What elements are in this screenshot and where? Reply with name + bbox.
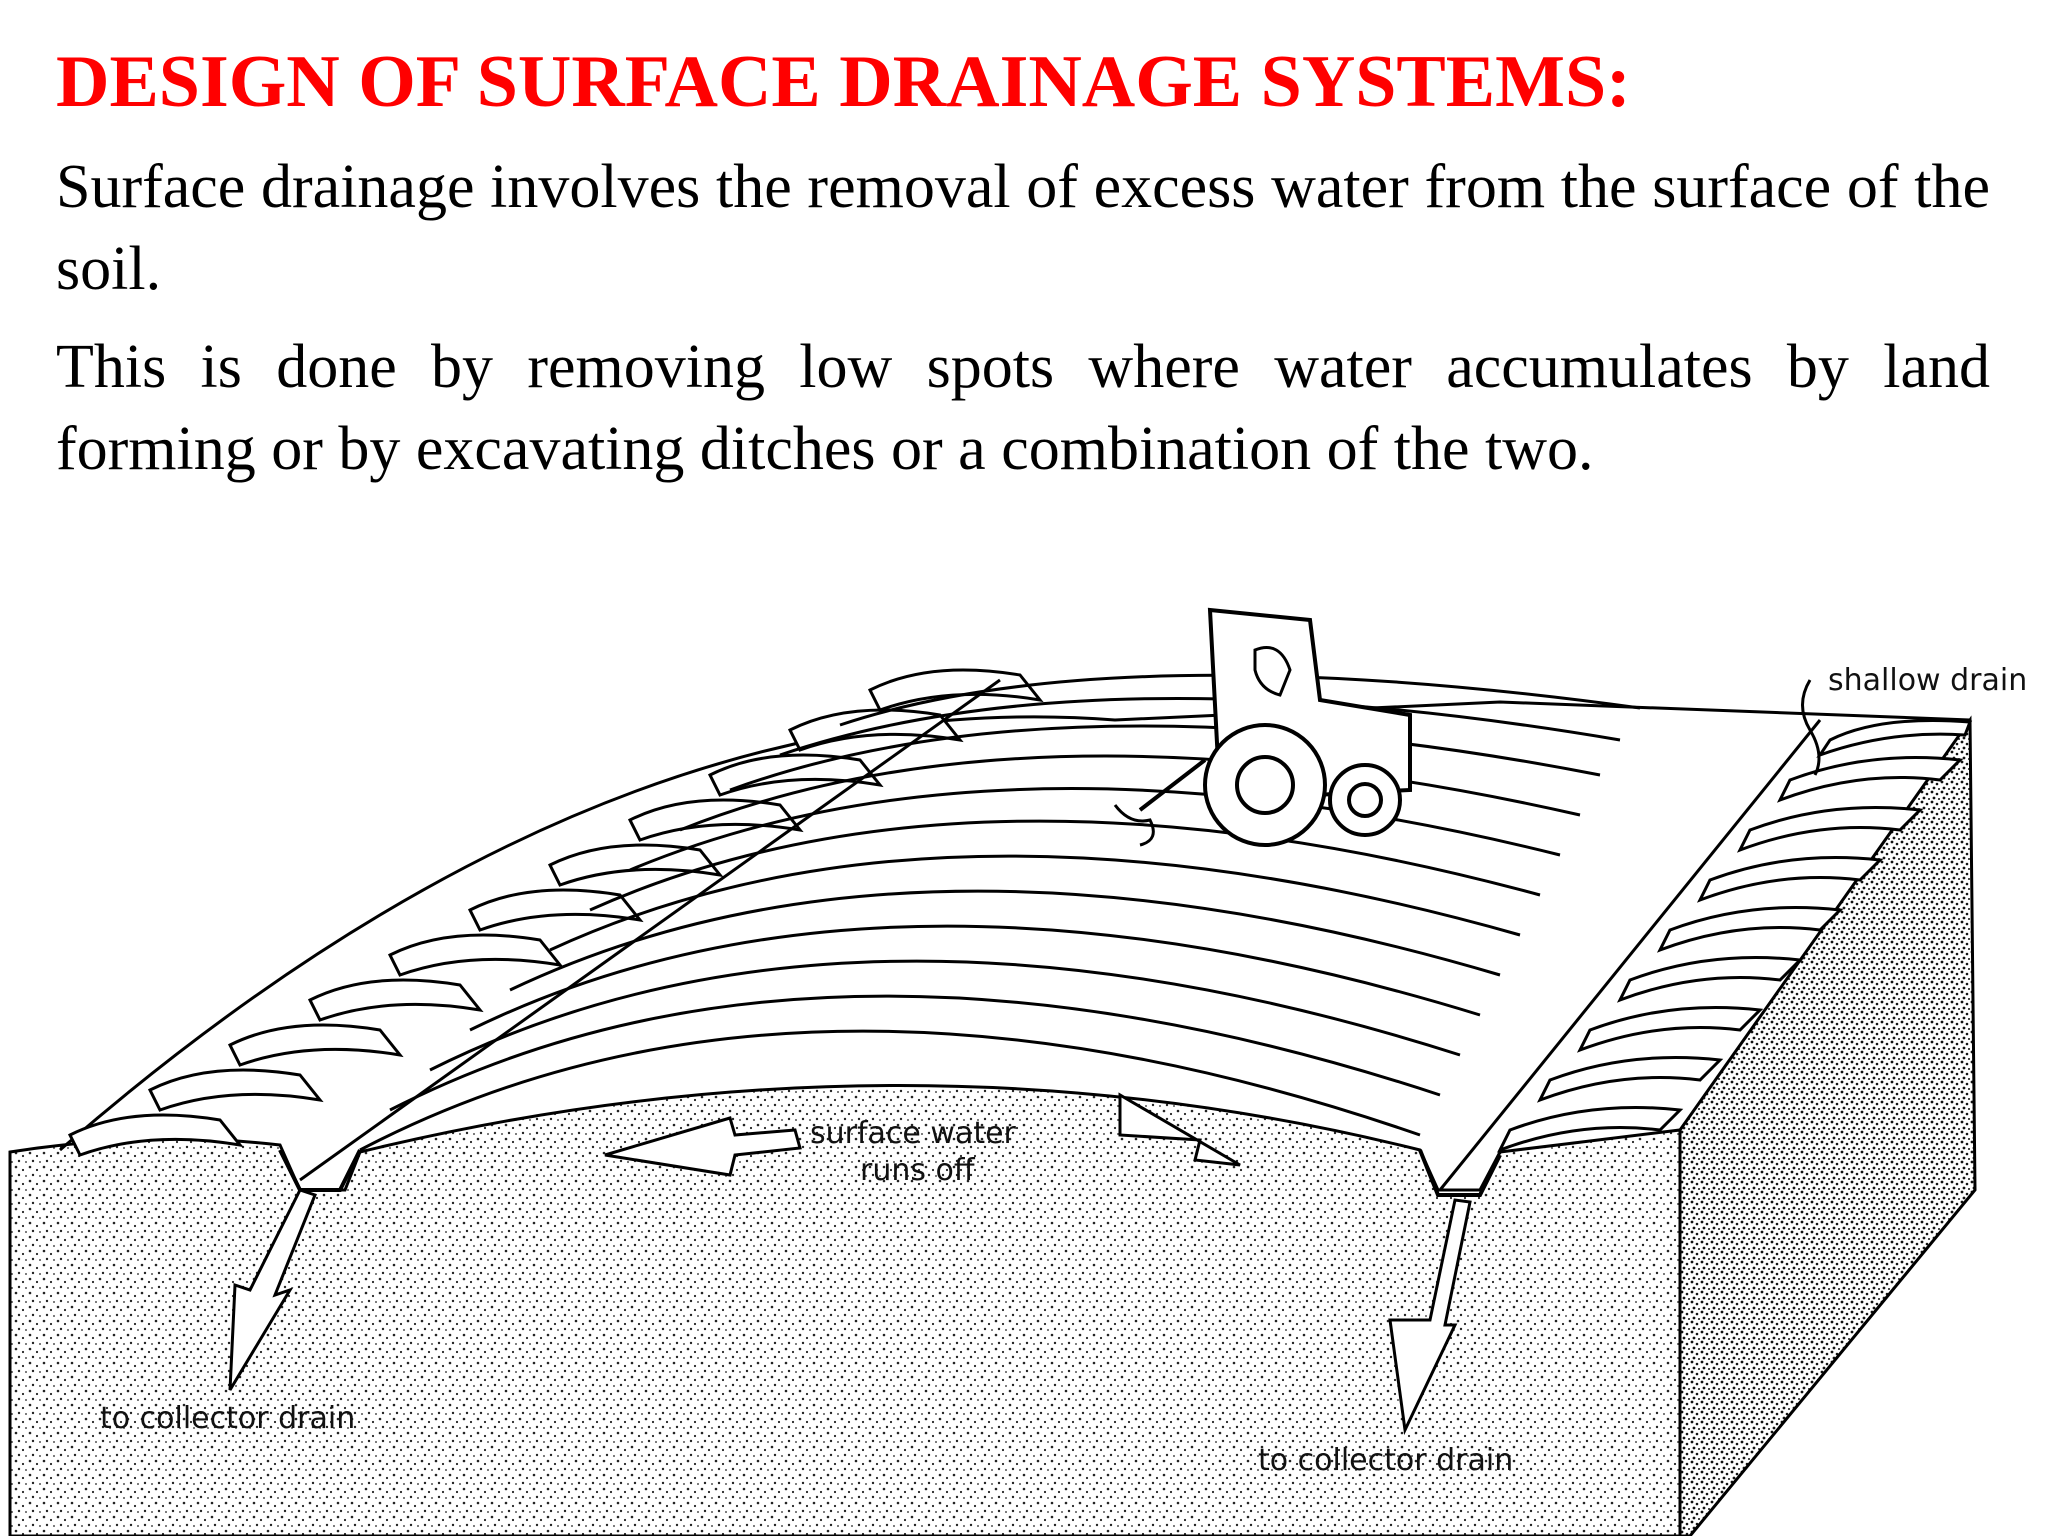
right-drain-trench [1418,1149,1502,1197]
label-runs-off: runs off [860,1153,976,1188]
label-collector-left: to collector drain [100,1401,355,1436]
runoff-arrow-left [604,1116,802,1177]
field-top-outline [59,700,1971,1152]
soil-side-face [1678,715,1977,1536]
left-bank-ridges [67,668,1044,1157]
label-shallow-drain: shallow drain [1828,663,2027,698]
paragraph-surface-drainage: Surface drainage involves the removal of… [56,153,1990,303]
label-collector-right: to collector drain [1258,1443,1513,1478]
collector-arrow-left [228,1188,317,1391]
slide-title: DESIGN OF SURFACE DRAINAGE SYSTEMS: [56,41,1631,123]
right-shallow-drain [1438,719,1822,1191]
tractor-illustration [1113,607,1412,847]
left-drain-trench [278,1149,362,1192]
right-bank-ridges [1496,718,1973,1153]
collector-arrow-right [1388,1198,1472,1436]
paragraph-land-forming: This is done by removing low spots where… [56,333,1990,483]
drainage-diagram-svg: shallow drain surface water runs off to … [8,607,2027,1536]
field-furrows [359,673,1641,1152]
shallow-drain-leader [1801,679,1821,776]
runoff-arrow-right [1118,1092,1241,1167]
label-surface-water: surface water [810,1116,1017,1151]
surface-drainage-illustration: shallow drain surface water runs off to … [0,590,2048,1536]
